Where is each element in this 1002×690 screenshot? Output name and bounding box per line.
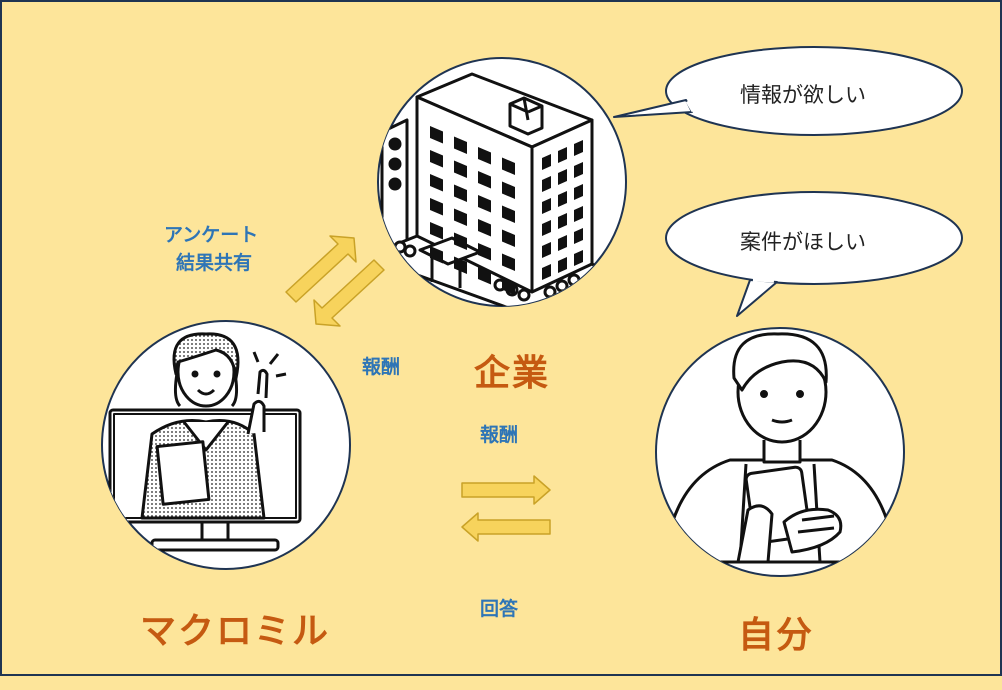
arrow-reward-to-macromill bbox=[313, 259, 385, 327]
building-window bbox=[574, 250, 583, 266]
building-window bbox=[558, 147, 567, 163]
building-window bbox=[478, 147, 491, 165]
building-window bbox=[542, 176, 551, 192]
building-window bbox=[574, 206, 583, 222]
building-window bbox=[574, 162, 583, 178]
building-window bbox=[574, 184, 583, 200]
building-window bbox=[558, 169, 567, 185]
bubble-text-company: 情報が欲しい bbox=[740, 83, 866, 107]
building-window bbox=[574, 228, 583, 244]
building-window bbox=[574, 140, 583, 156]
arrow-survey-to-company bbox=[285, 235, 357, 303]
flow-label-reward-to-self: 報酬 bbox=[480, 424, 519, 446]
node-label-macromill: マクロミル bbox=[140, 611, 331, 652]
building-window bbox=[502, 253, 515, 271]
building-window bbox=[430, 246, 443, 264]
building-window bbox=[454, 160, 467, 178]
flow-label-survey-line1: アンケート bbox=[164, 224, 259, 246]
building-window bbox=[502, 205, 515, 223]
building-window bbox=[430, 198, 443, 216]
building-window bbox=[542, 154, 551, 170]
building-window bbox=[542, 242, 551, 258]
building-window bbox=[478, 171, 491, 189]
flow-label-survey-line2: 結果共有 bbox=[176, 252, 253, 274]
arrow-reward-to-self bbox=[461, 475, 551, 505]
building-window bbox=[502, 181, 515, 199]
self-illustration bbox=[655, 327, 905, 577]
arrow-answer-to-macromill bbox=[461, 512, 551, 542]
building-window bbox=[478, 219, 491, 237]
building-window bbox=[478, 243, 491, 261]
building-window bbox=[430, 222, 443, 240]
building-window bbox=[478, 195, 491, 213]
building-window bbox=[502, 277, 515, 295]
building-window bbox=[542, 220, 551, 236]
building-window bbox=[454, 256, 467, 274]
speech-bubble-company bbox=[613, 46, 963, 136]
building-window bbox=[454, 208, 467, 226]
diagram-canvas: 情報が欲しい 案件がほしい アンケート 結果共有 報酬 報酬 回答 企業 マクロ… bbox=[0, 0, 1002, 676]
macromill-illustration bbox=[101, 320, 351, 570]
building-window bbox=[454, 136, 467, 154]
building-window bbox=[478, 267, 491, 285]
node-label-company: 企業 bbox=[474, 353, 551, 394]
building-window bbox=[558, 191, 567, 207]
building-window bbox=[542, 264, 551, 280]
building-window bbox=[454, 232, 467, 250]
building-window bbox=[502, 229, 515, 247]
building-window bbox=[430, 126, 443, 144]
node-label-self: 自分 bbox=[738, 615, 815, 656]
building-window bbox=[542, 198, 551, 214]
flow-label-answer: 回答 bbox=[480, 598, 519, 620]
building-window bbox=[558, 235, 567, 251]
building-window bbox=[558, 213, 567, 229]
diagram-art bbox=[101, 46, 963, 577]
building-window bbox=[430, 150, 443, 168]
building-window bbox=[558, 257, 567, 273]
flow-label-reward-to-macromill: 報酬 bbox=[362, 356, 401, 378]
speech-bubble-self bbox=[665, 191, 963, 317]
building-window bbox=[502, 157, 515, 175]
building-window bbox=[454, 184, 467, 202]
building-window bbox=[430, 174, 443, 192]
company-illustration bbox=[377, 57, 627, 307]
bubble-text-self: 案件がほしい bbox=[740, 230, 866, 254]
